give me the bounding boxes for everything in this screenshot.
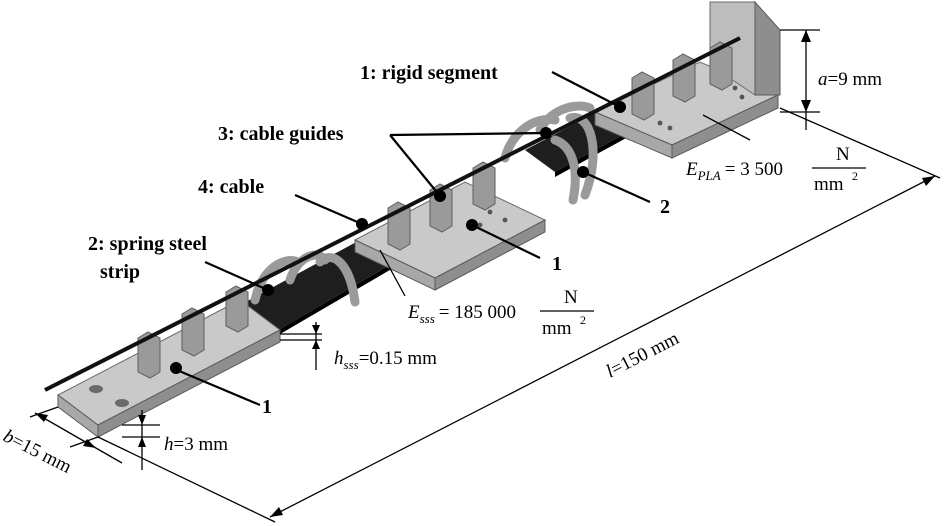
label-num-1-front: 1 [262, 396, 272, 418]
dimension-lines [29, 29, 941, 523]
label-num-1-middle: 1 [552, 253, 562, 275]
svg-text:EPLA= 3 500: EPLA= 3 500 [685, 159, 783, 183]
dim-a-label: a=9 mm [818, 69, 882, 90]
cable-guide-arcs [250, 101, 598, 307]
dim-hsss-label: hsss=0.15 mm [334, 348, 437, 372]
svg-text:N: N [836, 144, 850, 165]
dim-l-label: l=150 mm [603, 328, 683, 383]
label-num-2: 2 [660, 196, 670, 218]
svg-text:2: 2 [852, 169, 858, 183]
formula-e-pla: EPLA= 3 500 N mm 2 [685, 144, 866, 195]
svg-text:Esss= 185 000: Esss= 185 000 [407, 302, 516, 326]
rigid-segment-front [57, 299, 281, 438]
formula-e-sss: Esss= 185 000 N mm 2 [407, 287, 594, 339]
dim-h-label: h=3 mm [164, 434, 228, 455]
rigid-segment-middle [353, 181, 547, 291]
svg-text:2: 2 [580, 313, 586, 327]
svg-text:N: N [564, 287, 578, 308]
cable [44, 36, 741, 392]
label-spring-steel-line2: strip [100, 261, 140, 283]
dim-b-label: b=15 mm [0, 426, 75, 478]
label-cable: 4: cable [198, 176, 264, 198]
svg-text:mm: mm [542, 318, 572, 339]
label-cable-guides: 3: cable guides [218, 123, 344, 145]
leader-dots [170, 101, 626, 374]
leader-lines [171, 71, 751, 407]
svg-text:mm: mm [814, 174, 844, 195]
label-spring-steel-line1: 2: spring steel [88, 233, 207, 255]
label-rigid-segment: 1: rigid segment [360, 62, 498, 84]
